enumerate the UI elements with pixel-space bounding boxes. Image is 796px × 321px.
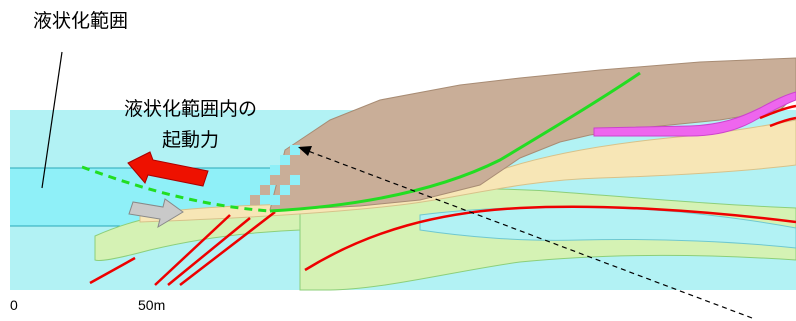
stepped-blocks	[240, 145, 300, 205]
slip-surface	[269, 71, 641, 213]
driving-force-label-line1: 液状化範囲内の	[124, 98, 258, 120]
driving-force-label-line2: 起動力	[162, 129, 220, 151]
red-force-arrow	[127, 151, 209, 187]
grey-force-arrow	[128, 198, 184, 229]
label-leader-line	[41, 51, 63, 189]
fault-lines	[89, 104, 796, 286]
pink-layer	[593, 91, 796, 137]
slip-surface-dashed	[81, 165, 271, 213]
liquefaction-range-label: 液状化範囲	[33, 10, 129, 32]
dashed-pointer-arrowhead	[298, 146, 312, 156]
scale-zero-label: 0	[10, 297, 18, 313]
scale-fifty-label: 50m	[138, 297, 166, 313]
